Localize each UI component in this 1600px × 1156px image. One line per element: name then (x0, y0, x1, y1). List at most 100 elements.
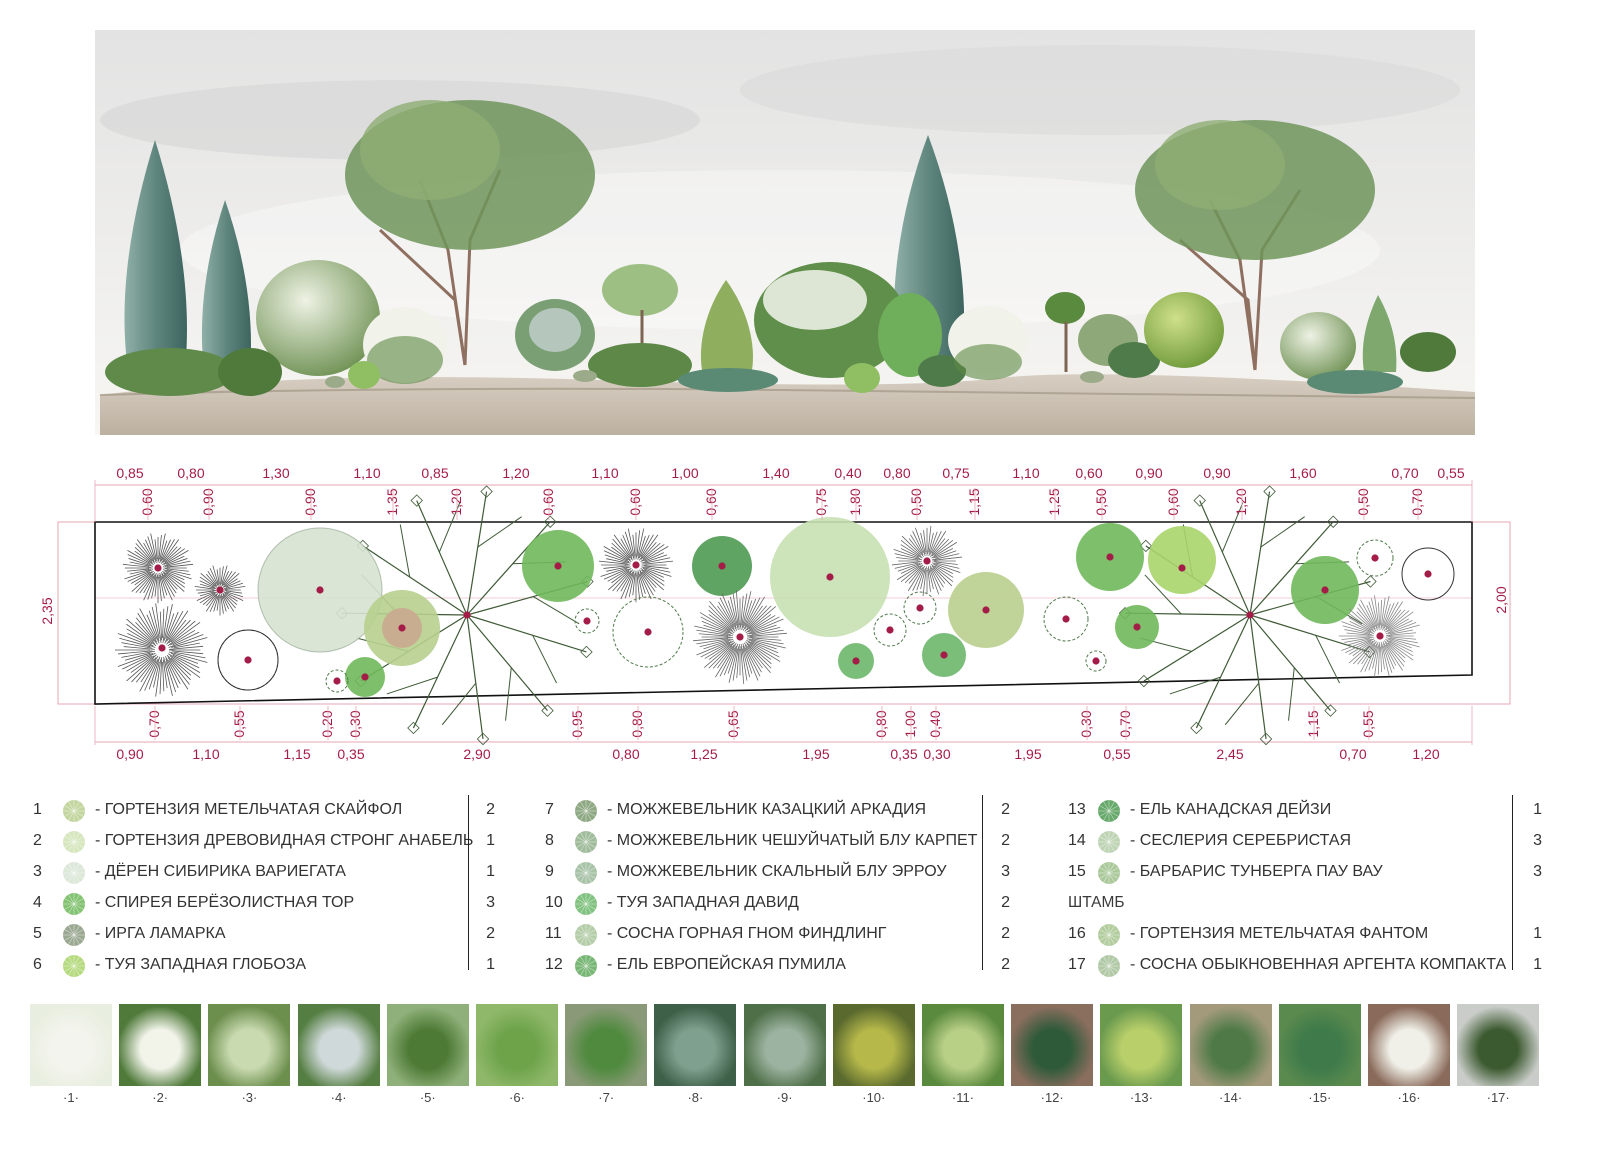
top-vertical-dimension-label: 1,15 (966, 488, 982, 515)
plant-centre-marker (1321, 586, 1329, 594)
juniper-arrow-plant (194, 565, 246, 616)
legend-quantity: 1 (1533, 801, 1542, 818)
plant-photo (565, 1004, 648, 1086)
bottom-vertical-dimension-label: 0,80 (873, 710, 889, 737)
plant-photo-caption: ·6· (509, 1090, 525, 1105)
juniper-arrow-plant (122, 533, 194, 604)
plant-centre-marker (316, 586, 324, 594)
plant-centre-marker (333, 677, 341, 685)
top-dimension-label: 0,90 (1203, 465, 1230, 481)
legend-quantity: 2 (1001, 801, 1010, 818)
barberry-plant (873, 613, 907, 647)
top-vertical-dimension-label: 0,50 (1355, 488, 1371, 515)
plant-photo-caption: ·4· (330, 1090, 347, 1105)
plant-photo (208, 1004, 291, 1086)
top-dimension-label: 0,40 (834, 465, 861, 481)
legend-section-standard: ШТАМБ (1068, 894, 1125, 911)
legend-quantity: 2 (1001, 956, 1010, 973)
spruce-pumila-icon (575, 955, 597, 977)
sesleria-plant (612, 596, 684, 668)
plant-photo-caption: ·10· (862, 1090, 886, 1105)
bottom-dimension-label: 0,80 (612, 746, 639, 762)
plant-centre-marker (1062, 615, 1070, 623)
plant-centre-marker (1424, 570, 1432, 578)
right-width-label: 2,00 (1493, 586, 1509, 613)
legend-plant-name: - МОЖЖЕВЕЛЬНИК ЧЕШУЙЧАТЫЙ БЛУ КАРПЕТ (607, 832, 978, 849)
bed-outline (94, 521, 1473, 705)
pine-gnome-icon (575, 924, 597, 946)
plant-photo (30, 1004, 112, 1086)
top-dimension-label: 0,85 (116, 465, 143, 481)
sesleria-plant (903, 591, 937, 625)
legend-plant-name: - ДЁРЕН СИБИРИКА ВАРИЕГАТА (95, 863, 346, 880)
legend-number: 17 (1068, 956, 1086, 973)
legend-quantity: 3 (1533, 832, 1542, 849)
plant-photo-caption: ·8· (687, 1090, 704, 1105)
legend-number: 3 (33, 863, 42, 880)
plant-centre-marker (1376, 632, 1384, 640)
plant-centre-marker (583, 617, 591, 625)
top-vertical-dimension-label: 0,60 (1165, 488, 1181, 515)
plant-photo (654, 1004, 737, 1086)
plant-centre-marker (632, 561, 640, 569)
bottom-vertical-dimension-label: 0,95 (569, 710, 585, 737)
legend-number: 14 (1068, 832, 1086, 849)
legend-plant-name: - ЕЛЬ ЕВРОПЕЙСКАЯ ПУМИЛА (607, 956, 846, 973)
plant-photo-caption: ·9· (776, 1090, 793, 1105)
left-width-label: 2,35 (39, 597, 55, 624)
bottom-vertical-dimension-label: 0,55 (1360, 710, 1376, 737)
bottom-vertical-dimension-label: 0,20 (319, 710, 335, 737)
juniper-carpet-icon (575, 831, 597, 853)
legend-number: 7 (545, 801, 554, 818)
plant-photo (832, 1004, 915, 1086)
plant-centre-marker (923, 557, 931, 565)
top-dimension-label: 0,80 (883, 465, 910, 481)
bottom-dimension-label: 1,15 (283, 746, 310, 762)
plant-centre-marker (718, 562, 726, 570)
top-dimension-label: 1,00 (671, 465, 698, 481)
top-vertical-dimension-label: 0,90 (302, 488, 318, 515)
top-dimension-label: 0,55 (1437, 465, 1464, 481)
plant-photo (386, 1004, 469, 1086)
pine-gnome-outline (217, 629, 279, 691)
plant-centre-marker (1178, 564, 1186, 572)
plant-centre-marker (852, 657, 860, 665)
juniper-arcadia-icon (575, 800, 597, 822)
plant-centre-marker (916, 604, 924, 612)
plant-photo-caption: ·3· (241, 1090, 258, 1105)
top-dimension-label: 1,30 (262, 465, 289, 481)
plant-photo (1100, 1004, 1183, 1086)
bottom-dimension-label: 1,95 (802, 746, 829, 762)
legend-plant-name: - СЕСЛЕРИЯ СЕРЕБРИСТАЯ (1130, 832, 1352, 849)
legend-number: 15 (1068, 863, 1086, 880)
legend-quantity: 2 (486, 801, 495, 818)
top-vertical-dimension-label: 0,60 (139, 488, 155, 515)
legend-quantity: 3 (486, 894, 495, 911)
top-dimension-label: 1,40 (762, 465, 789, 481)
hydrangea-tree-icon (63, 831, 85, 853)
top-dimension-label: 0,60 (1075, 465, 1102, 481)
plant-centre-marker (1133, 623, 1141, 631)
pine-argenta-icon (1098, 955, 1120, 977)
bottom-dimension-label: 1,95 (1014, 746, 1041, 762)
bottom-dimension-label: 1,10 (192, 746, 219, 762)
plant-photo (297, 1004, 380, 1086)
plant-photo (1189, 1004, 1272, 1086)
plant-centre-marker (154, 564, 162, 572)
plant-photo-caption: ·7· (598, 1090, 615, 1105)
plant-centre-marker (1246, 611, 1254, 619)
plant-centre-marker (361, 673, 369, 681)
top-vertical-dimension-label: 0,50 (1093, 488, 1109, 515)
plant-centre-marker (736, 633, 744, 641)
legend-number: 10 (545, 894, 563, 911)
plant-centre-marker (398, 624, 406, 632)
legend-number: 1 (33, 801, 42, 818)
bottom-vertical-dimension-label: 1,00 (902, 710, 918, 737)
top-dimension-label: 0,85 (421, 465, 448, 481)
legend-plant-name: - ЕЛЬ КАНАДСКАЯ ДЕЙЗИ (1130, 801, 1332, 818)
bottom-vertical-dimension-label: 1,15 (1305, 710, 1321, 737)
plant-photo (1457, 1004, 1540, 1086)
legend-plant-name: - ИРГА ЛАМАРКА (95, 925, 226, 942)
bottom-dimension-label: 0,35 (337, 746, 364, 762)
plant-centre-marker (644, 628, 652, 636)
